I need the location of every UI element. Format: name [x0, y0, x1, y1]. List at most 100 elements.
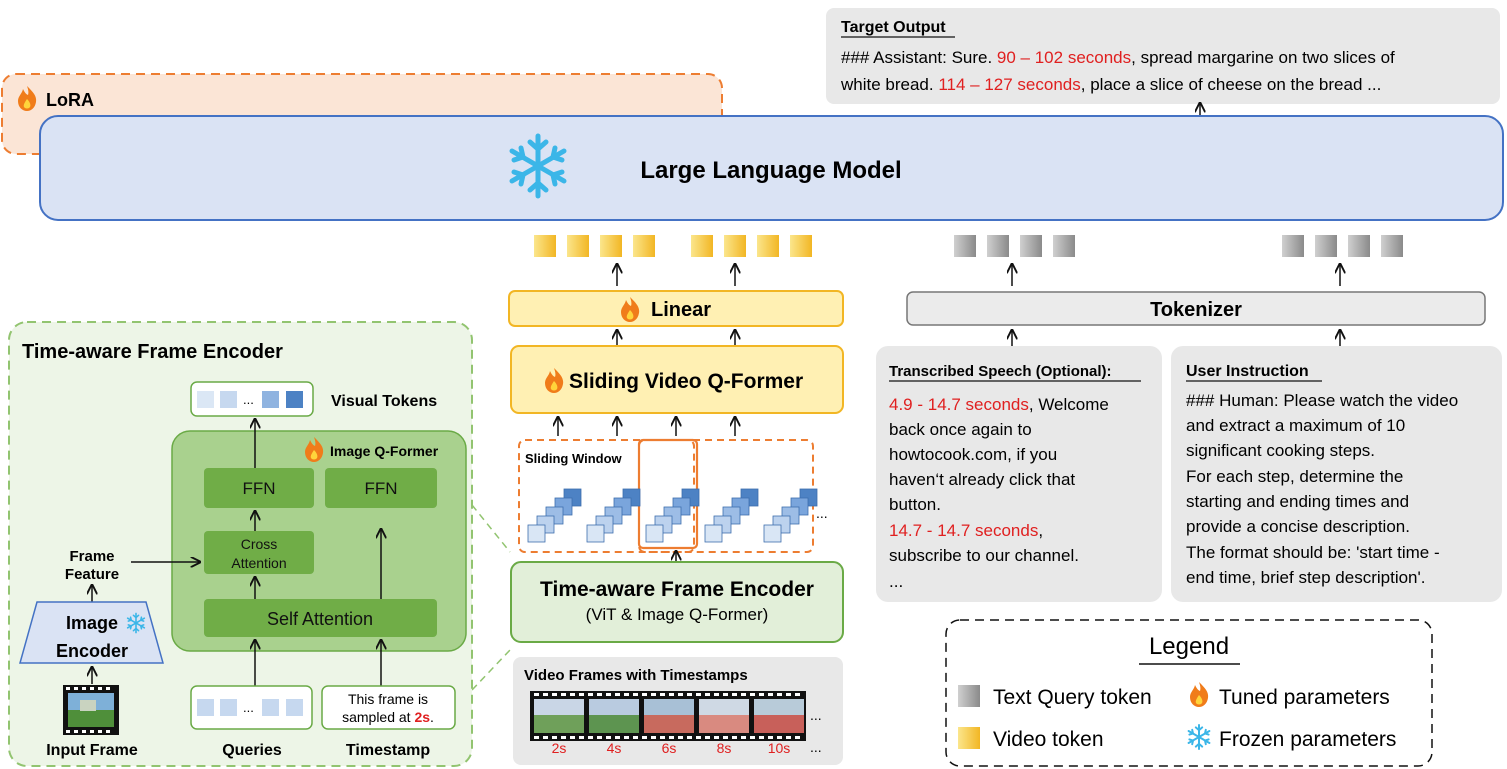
frame-feature-stack [527, 488, 582, 543]
visual-tokens-label: Visual Tokens [331, 393, 437, 410]
legend-tuned: Tuned parameters [1219, 686, 1390, 709]
frame-timestamp: 4s [607, 740, 622, 756]
query-token [197, 699, 214, 716]
stack-patch [704, 524, 723, 543]
cross-attention-box [204, 531, 314, 574]
lora-label: LoRA [46, 90, 94, 110]
video-token [691, 235, 713, 257]
sprocket-hole [660, 693, 665, 696]
sprocket-hole [543, 693, 548, 696]
legend-video-token-swatch [958, 727, 980, 749]
sprocket-hole [768, 736, 773, 739]
input-frame-image [63, 685, 119, 735]
filmstrip-ellipsis: ... [810, 707, 822, 723]
visual-token [262, 391, 279, 408]
tafe-main-subtitle: (ViT & Image Q-Former) [586, 605, 769, 624]
sprocket-hole [777, 736, 782, 739]
sprocket-hole [669, 736, 674, 739]
sprocket-hole [552, 736, 557, 739]
tafe-detail-title: Time-aware Frame Encoder [22, 341, 283, 363]
text-query-token [1348, 235, 1370, 257]
frame-feature-label-2: Feature [65, 566, 119, 583]
sprocket-hole [642, 693, 647, 696]
sprocket-hole [759, 693, 764, 696]
legend-text-query: Text Query token [993, 686, 1152, 709]
queries-box [190, 685, 313, 730]
sprocket-hole [597, 736, 602, 739]
sprocket-hole [714, 736, 719, 739]
sprocket-hole [723, 693, 728, 696]
visual-tokens-ellipsis: ... [243, 392, 254, 407]
text-token-row [954, 235, 1403, 257]
sprocket-hole [606, 736, 611, 739]
transcribed-speech-label: Transcribed Speech (Optional): [889, 363, 1112, 380]
sprocket-hole [705, 736, 710, 739]
frame-timestamp: 10s [768, 740, 791, 756]
legend-text-token-swatch [958, 685, 980, 707]
sprocket-hole [723, 736, 728, 739]
sliding-window-label: Sliding Window [525, 451, 623, 466]
sliding-video-qformer-box: Sliding Video Q-Former [510, 345, 844, 414]
image-encoder-box [19, 601, 164, 664]
stack-patch [527, 524, 546, 543]
timestamp-text-1: This frame is [348, 691, 428, 707]
sprocket-hole [561, 693, 566, 696]
sprocket-hole [606, 693, 611, 696]
llm-box: Large Language Model [39, 115, 1504, 221]
user-instruction-box: User Instruction ### Human: Please watch… [1171, 346, 1502, 602]
sprocket-hole [687, 736, 692, 739]
sprocket-hole [759, 736, 764, 739]
tafe-main-box: Time-aware Frame Encoder (ViT & Image Q-… [510, 561, 844, 643]
sprocket-hole [633, 736, 638, 739]
frame-timestamp: 2s [552, 740, 567, 756]
sprocket-hole [624, 693, 629, 696]
sprocket-hole [660, 736, 665, 739]
video-token-row [534, 235, 812, 257]
frame-timestamp: 6s [662, 740, 677, 756]
sliding-window-ellipsis: ... [816, 505, 828, 521]
target-output-line1: ### Assistant: Sure. 90 – 102 seconds, s… [841, 48, 1395, 67]
sprocket-hole [552, 693, 557, 696]
legend-title: Legend [1149, 633, 1229, 660]
tafe-detail-box: Time-aware Frame Encoder ... Visual Toke… [8, 321, 511, 767]
sprocket-hole [696, 693, 701, 696]
user-instruction-label: User Instruction [1186, 363, 1309, 380]
tokenizer-label: Tokenizer [1150, 299, 1242, 321]
frame-feature-stack [586, 488, 641, 543]
frame-feature-stack [763, 488, 818, 543]
video-frame-ground [534, 715, 584, 733]
sprocket-hole [732, 736, 737, 739]
linear-box: Linear [508, 290, 844, 327]
sprocket-hole [768, 693, 773, 696]
transcribed-speech-text: 4.9 - 14.7 seconds, Welcome back once ag… [889, 395, 1114, 591]
sprocket-hole [795, 693, 800, 696]
visual-token [220, 391, 237, 408]
video-token [567, 235, 589, 257]
ffn-left-label: FFN [242, 479, 275, 498]
llm-label: Large Language Model [640, 157, 901, 184]
ffn-right-label: FFN [364, 479, 397, 498]
sprocket-hole [741, 693, 746, 696]
frame-feature-label-1: Frame [69, 548, 114, 565]
sprocket-hole [651, 693, 656, 696]
sprocket-hole [741, 736, 746, 739]
target-output-line2: white bread. 114 – 127 seconds, place a … [840, 75, 1381, 94]
sprocket-hole [786, 736, 791, 739]
sprocket-hole [615, 693, 620, 696]
image-qformer-label: Image Q-Former [330, 443, 439, 459]
text-query-token [1315, 235, 1337, 257]
timestamp-box [321, 685, 456, 730]
sprocket-hole [750, 736, 755, 739]
transcribed-speech-box: Transcribed Speech (Optional): 4.9 - 14.… [876, 346, 1162, 602]
sprocket-hole [615, 736, 620, 739]
ffn-left-box [204, 468, 314, 508]
sprocket-hole [588, 693, 593, 696]
queries-ellipsis: ... [243, 700, 254, 715]
stack-patch [645, 524, 664, 543]
video-token [757, 235, 779, 257]
input-frame-label: Input Frame [46, 742, 138, 759]
target-output-box: Target Output ### Assistant: Sure. 90 – … [826, 8, 1500, 104]
ffn-right-box [325, 468, 437, 508]
sliding-qformer-label: Sliding Video Q-Former [569, 370, 803, 393]
